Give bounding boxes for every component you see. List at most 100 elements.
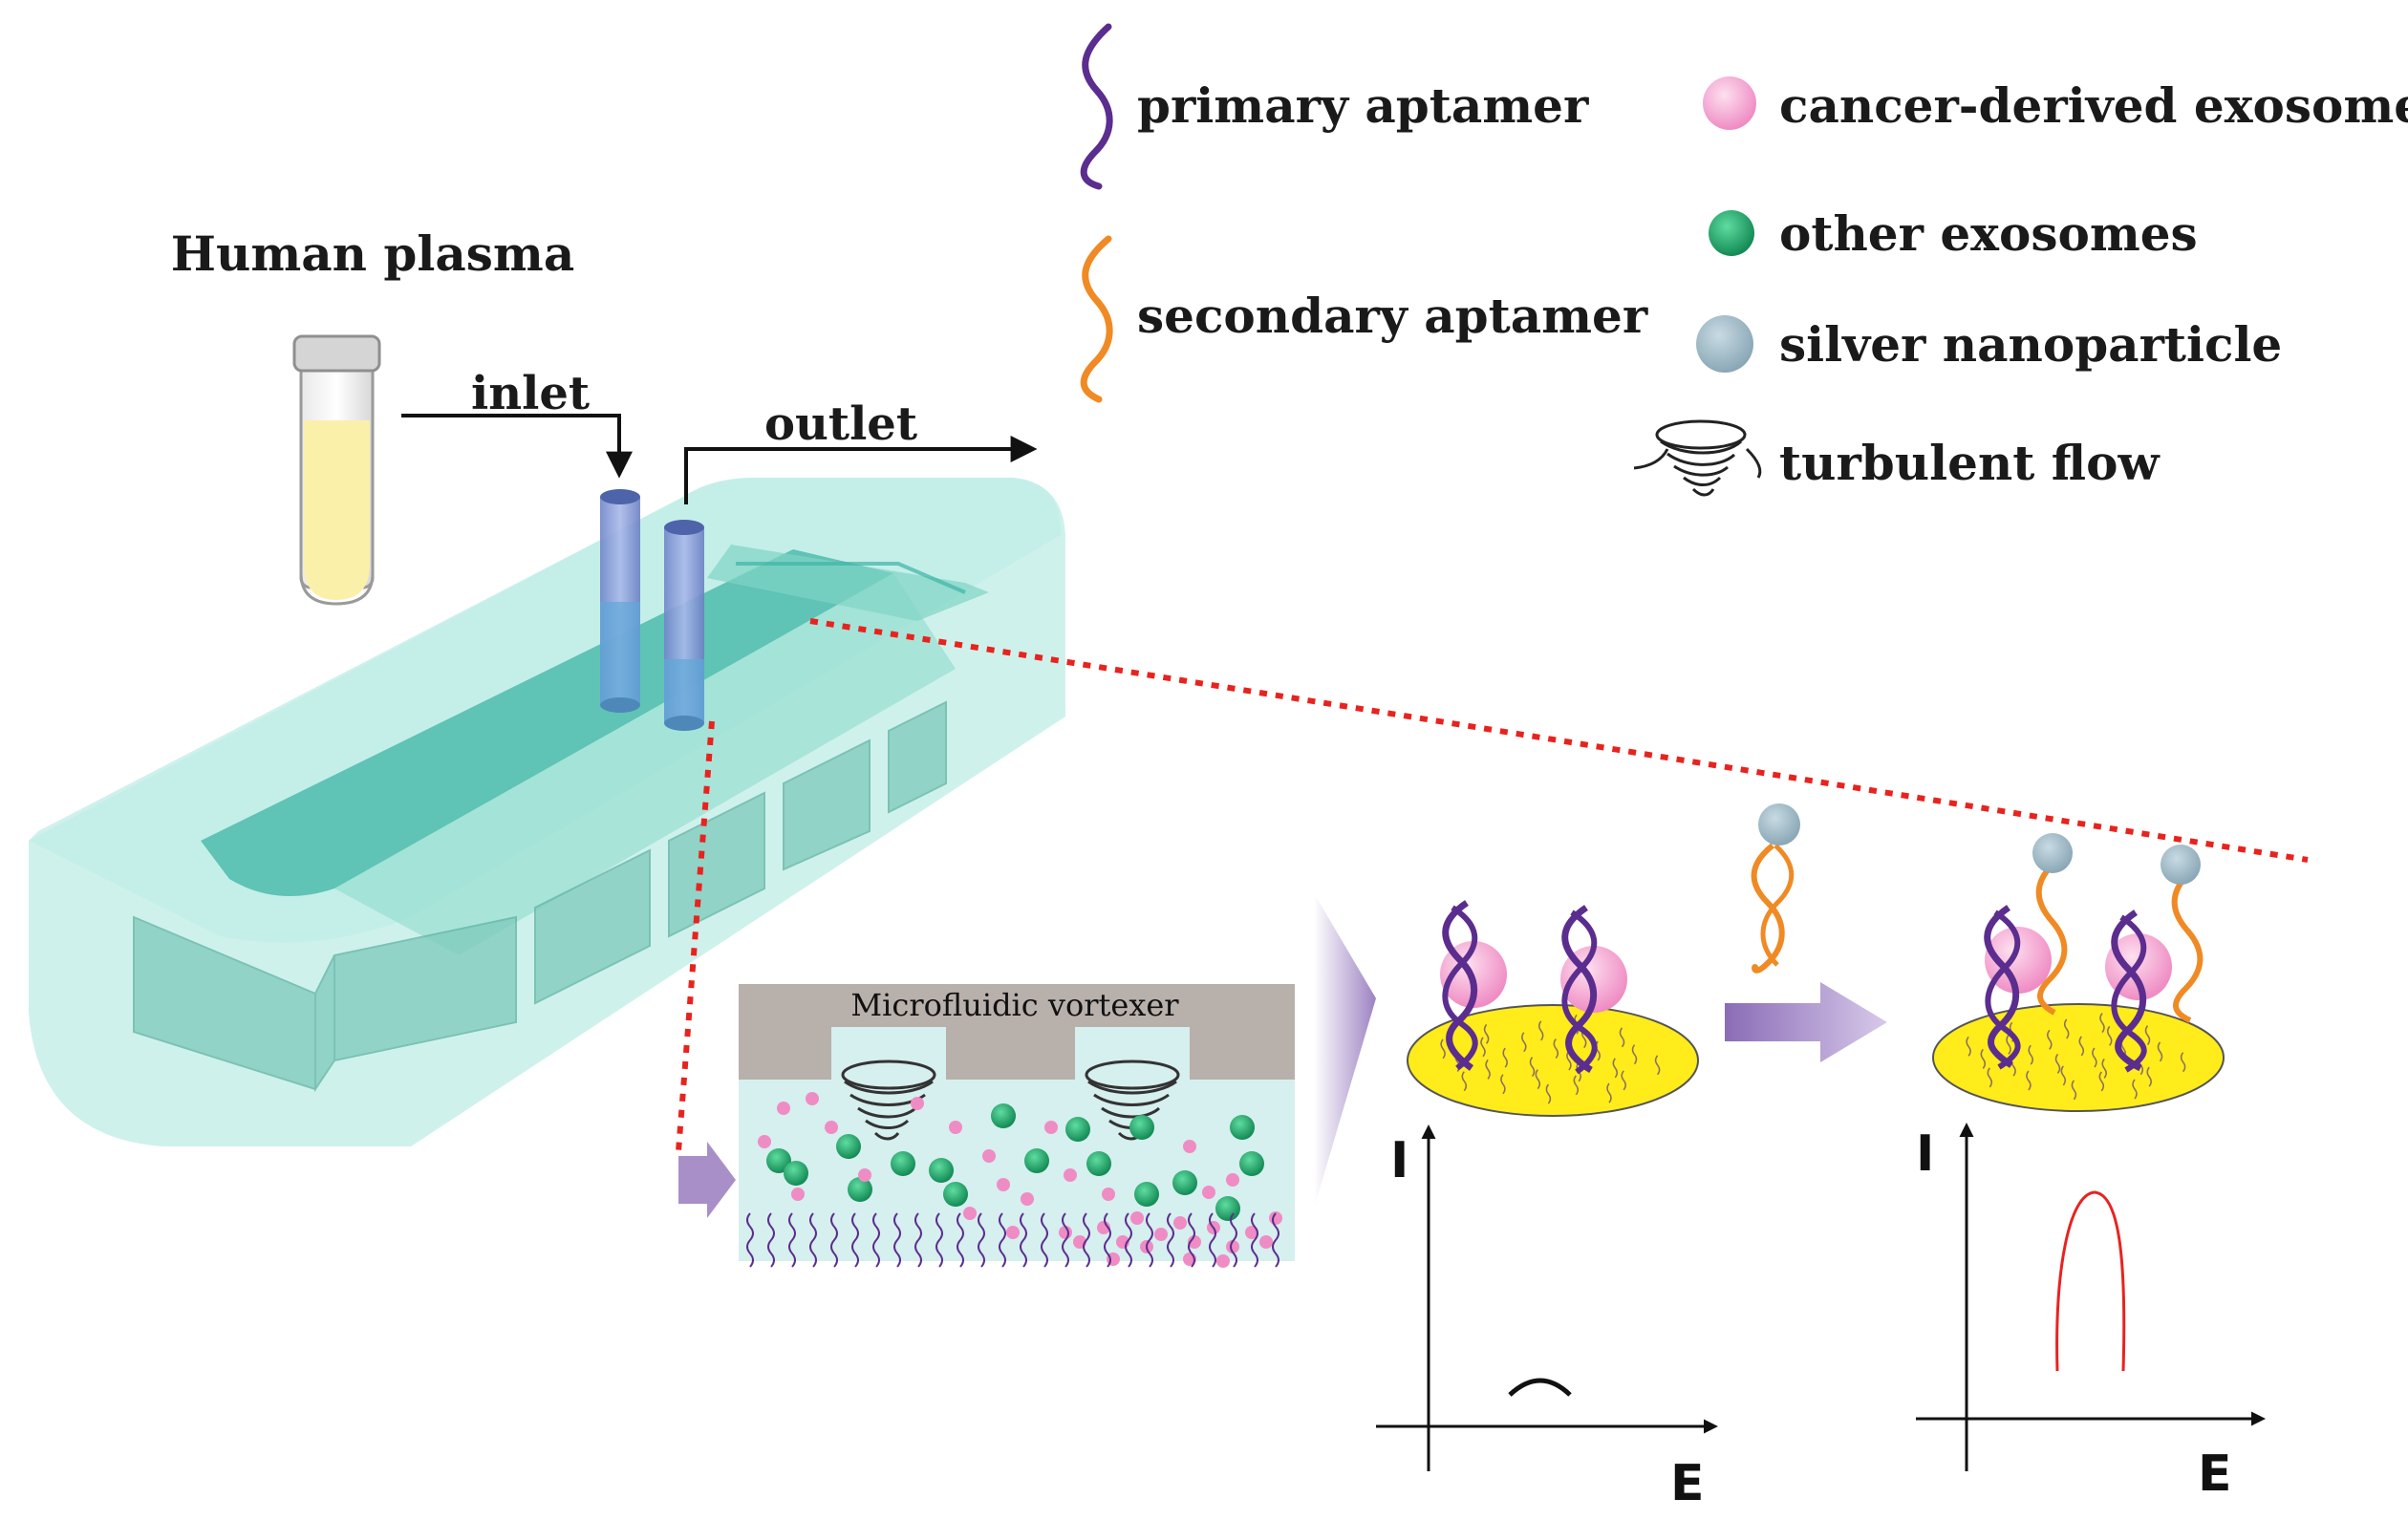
chip-wells	[133, 700, 947, 1093]
surface-aptamer	[1573, 1075, 1580, 1096]
primary-aptamer	[746, 1212, 754, 1268]
cancer-exosome	[777, 1102, 790, 1115]
surface-aptamer	[2063, 1018, 2070, 1039]
cancer-exosome	[825, 1121, 838, 1134]
graph1-x-label: E	[1670, 1455, 1705, 1512]
silver-nanoparticle	[2161, 845, 2201, 885]
other-exosome	[1215, 1196, 1240, 1221]
primary-aptamer	[957, 1212, 964, 1268]
cancer-exosome	[1188, 1235, 1201, 1249]
surface-aptamer	[2028, 1044, 2033, 1065]
cancer-exosome	[1183, 1140, 1196, 1153]
cancer-exosome	[1226, 1173, 1239, 1187]
inlet-label: inlet	[471, 367, 590, 420]
primary-aptamer	[914, 1212, 922, 1268]
cancer-exosome	[911, 1097, 924, 1110]
primary-aptamer	[851, 1212, 859, 1268]
legend-item-cancer-exosomes: cancer-derived exosomes	[1703, 76, 2408, 134]
primary-aptamer	[999, 1212, 1006, 1268]
surface-aptamer	[2144, 1025, 2151, 1046]
inset-entry-arrow	[678, 1142, 736, 1218]
outlet-port	[664, 520, 704, 731]
surface-aptamer	[2099, 1013, 2105, 1034]
surface-aptamer	[1606, 1082, 1612, 1103]
surface-aptamer	[1440, 1038, 1446, 1060]
surface-aptamer	[1566, 1050, 1572, 1071]
primary-aptamer	[788, 1212, 796, 1268]
primary-aptamer	[809, 1212, 817, 1268]
surface-aptamer	[2157, 1041, 2163, 1062]
primary-aptamer	[872, 1212, 880, 1268]
surface-aptamer	[1987, 1067, 1993, 1088]
legend-label-primary-aptamer: primary aptamer	[1137, 77, 1589, 134]
cancer-exosome	[1097, 1221, 1110, 1234]
other-exosome	[1239, 1151, 1264, 1176]
electrode-sandwich	[1932, 833, 2225, 1112]
cancer-exosome	[758, 1135, 771, 1148]
cancer-exosome	[963, 1207, 977, 1220]
other-exosome	[1024, 1148, 1049, 1173]
tornado-icon	[1633, 419, 1762, 497]
cancer-exosome	[1226, 1240, 1239, 1253]
surface-aptamer	[1966, 1036, 1971, 1057]
process-arrow	[1725, 982, 1887, 1062]
primary-aptamer	[978, 1212, 985, 1268]
surface-aptamer	[2026, 1070, 2032, 1091]
cancer-exosome	[806, 1092, 819, 1105]
surface-aptamer	[2078, 1036, 2085, 1057]
surface-aptamer	[1621, 1070, 1626, 1091]
primary-aptamer	[1104, 1212, 1111, 1268]
legend-item-primary-aptamer: primary aptamer	[1080, 23, 1589, 190]
human-plasma-label: Human plasma	[171, 225, 574, 282]
legend-label-turbulent-flow: turbulent flow	[1779, 435, 2161, 491]
primary-aptamer	[1251, 1212, 1258, 1268]
voltammogram-after: I E	[1916, 1123, 2266, 1503]
surface-aptamer	[2092, 1047, 2097, 1068]
primary-aptamer-strand	[1442, 900, 1478, 1071]
graph2-signal-peak	[2055, 1190, 2126, 1372]
surface-aptamer	[2180, 1052, 2186, 1073]
graph2-x-label: E	[2198, 1445, 2232, 1503]
graph1-y-label: I	[1390, 1132, 1408, 1189]
primary-aptamer-strand	[1561, 910, 1598, 1075]
cancer-exosome	[1173, 1216, 1187, 1230]
legend-label-silver-np: silver nanoparticle	[1779, 316, 2282, 373]
other-exosome	[1134, 1182, 1159, 1207]
secondary-aptamer-icon	[1080, 235, 1113, 403]
other-exosome	[1065, 1117, 1090, 1142]
surface-aptamer	[1502, 1047, 1508, 1068]
other-exosome	[1129, 1115, 1154, 1140]
captured-exosome-1	[1985, 927, 2052, 994]
surface-aptamer	[2060, 1065, 2067, 1086]
cancer-exosome	[791, 1188, 805, 1201]
cancer-exosome	[1102, 1188, 1115, 1201]
transition-arrow	[1314, 893, 1376, 1209]
primary-aptamer	[893, 1212, 901, 1268]
other-exosome	[991, 1103, 1016, 1128]
tube-cap	[292, 334, 381, 373]
cancer-exosome	[1245, 1226, 1258, 1239]
surface-aptamer	[1521, 1032, 1527, 1053]
surface-aptamer	[1537, 1020, 1544, 1041]
primary-aptamer-strand	[1984, 905, 2020, 1068]
legend-item-secondary-aptamer: secondary aptamer	[1080, 235, 1648, 403]
cancer-exosome	[1154, 1228, 1168, 1241]
legend-label-cancer-exosomes: cancer-derived exosomes	[1779, 77, 2408, 134]
inlet-arrow: inlet	[401, 367, 633, 479]
immobilized-primary-aptamers	[746, 1212, 1279, 1268]
cancer-exosome	[949, 1121, 962, 1134]
other-exosome	[836, 1134, 861, 1159]
primary-aptamer	[1062, 1212, 1069, 1268]
primary-aptamer	[1209, 1212, 1216, 1268]
surface-aptamer	[1529, 1057, 1536, 1078]
cancer-exosome-icon	[1703, 76, 1756, 130]
vortexer-inset: Microfluidic vortexer	[678, 984, 1295, 1268]
cancer-exosome	[1044, 1121, 1058, 1134]
surface-aptamer	[1553, 1038, 1559, 1059]
other-exosome	[1086, 1151, 1111, 1176]
surface-aptamer	[1980, 1048, 1987, 1069]
vortexer-ceiling	[739, 984, 1295, 1080]
primary-aptamer	[1188, 1212, 1195, 1268]
other-exosome	[848, 1177, 872, 1202]
primary-aptamer	[1125, 1212, 1132, 1268]
